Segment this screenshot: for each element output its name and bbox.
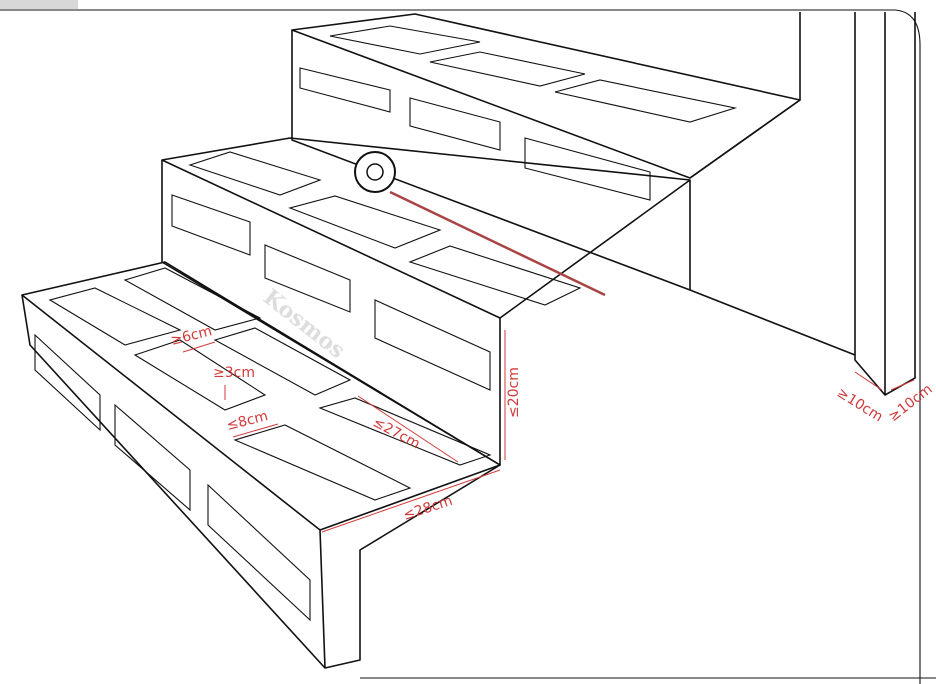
label-post-width-b: ≥10cm: [886, 381, 936, 425]
corner-tab: [0, 0, 78, 9]
tape-measure-icon: [354, 151, 606, 297]
label-step-height: ≤20cm: [506, 367, 522, 418]
frame-border: [0, 9, 921, 684]
label-hole-length: ≤27cm: [370, 414, 422, 452]
label-hole-depth: ≥3cm: [213, 365, 255, 381]
label-hole-gap: ≥6cm: [169, 323, 214, 349]
post: [854, 12, 916, 396]
step-3: [291, 13, 801, 291]
floor-line: [689, 180, 856, 356]
step-1: [21, 261, 501, 669]
upper-wall: [689, 12, 801, 179]
watermark: Kosmos: [258, 284, 350, 364]
label-post-width-a: ≥10cm: [834, 385, 886, 426]
label-hole-width: ≤8cm: [225, 408, 270, 434]
dimension-lines: [182, 330, 915, 533]
